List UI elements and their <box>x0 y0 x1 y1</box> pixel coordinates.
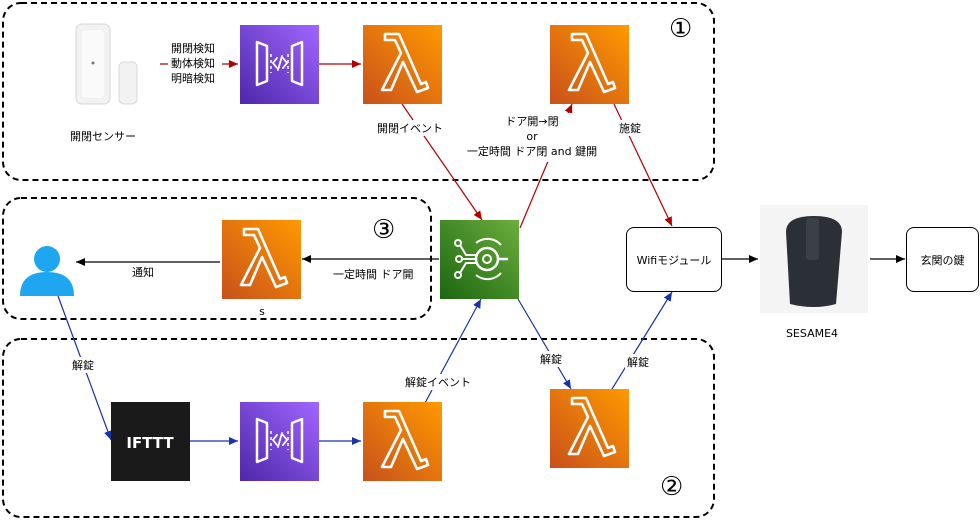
door-key: 玄関の鍵 <box>906 227 979 292</box>
edge-label-door-open-timeout: 一定時間 ドア開 <box>330 266 422 282</box>
door-sensor-device <box>75 23 138 105</box>
edge-label-open-close-event: 開閉イベント <box>375 120 450 136</box>
edge-label-unlock-user: 解錠 <box>70 357 100 373</box>
arrow-eventbridge-to-lambda-unlock <box>517 298 572 390</box>
lambda-notify-caption: s <box>259 305 265 318</box>
svg-text:施錠: 施錠 <box>619 121 641 135</box>
lambda-lock-icon <box>550 25 629 104</box>
region-2-container <box>2 338 715 518</box>
svg-text:解錠: 解錠 <box>627 355 649 369</box>
door-condition-line-1: ドア開→閉 <box>505 115 558 128</box>
sensor-event-1: 開閉検知 <box>171 41 215 55</box>
door-key-label: 玄関の鍵 <box>920 253 965 267</box>
sensor-label: 開閉センサー <box>70 130 136 143</box>
wifi-module: Wifiモジュール <box>626 227 722 292</box>
ifttt-logo: IFTTT <box>111 402 190 481</box>
lambda-unlock-event-icon <box>363 402 442 481</box>
door-condition-line-2: or <box>526 130 538 143</box>
door-condition-line-3: 一定時間 ドア閉 and 鍵開 <box>467 144 597 158</box>
sensor-event-2: 動体検知 <box>171 56 215 70</box>
svg-text:一定時間 ドア開: 一定時間 ドア開 <box>333 267 414 281</box>
lambda-unlock-icon <box>550 389 629 468</box>
edge-label-unlock-eb: 解錠 <box>538 351 568 367</box>
api-gateway-icon <box>240 25 319 104</box>
lambda-open-close-icon <box>363 25 442 104</box>
edge-label-lock: 施錠 <box>617 120 647 136</box>
edge-label-door-condition: ドア開→閉 or 一定時間 ドア閉 and 鍵開 <box>462 113 604 162</box>
sesame4-label: SESAME4 <box>786 327 838 340</box>
lambda-notify-icon <box>222 220 301 299</box>
region-3-number: ③ <box>372 215 395 245</box>
edge-label-sensor-events: 開閉検知 動体検知 明暗検知 <box>168 40 222 88</box>
sesame4-device <box>760 205 868 313</box>
edge-label-unlock-event: 解錠イベント <box>403 374 478 390</box>
wifi-module-label: Wifiモジュール <box>636 253 712 267</box>
ifttt-logo-text: IFTTT <box>126 434 174 452</box>
edge-label-notify: 通知 <box>132 265 154 279</box>
arrow-lambda-unlock-to-wifi <box>611 291 673 390</box>
svg-text:解錠: 解錠 <box>540 352 562 366</box>
svg-text:解錠: 解錠 <box>72 358 94 372</box>
eventbridge-icon <box>440 220 519 299</box>
sensor-event-3: 明暗検知 <box>171 71 215 85</box>
region-1-container <box>2 2 715 181</box>
svg-text:開閉イベント: 開閉イベント <box>377 122 443 135</box>
api-gateway-bottom-icon <box>240 402 319 481</box>
region-2-number: ② <box>660 472 683 502</box>
edge-label-unlock-wifi: 解錠 <box>625 354 655 370</box>
user-icon <box>20 246 74 296</box>
region-1-number: ① <box>669 14 692 44</box>
svg-text:解錠イベント: 解錠イベント <box>405 375 471 389</box>
